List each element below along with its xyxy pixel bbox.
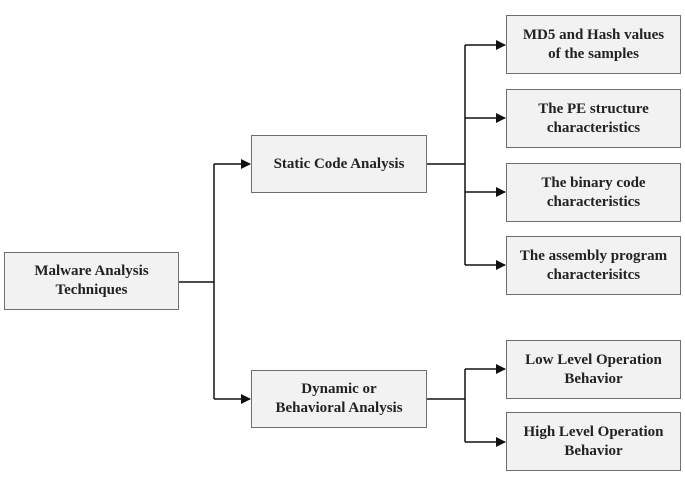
root-node-line-2: Techniques [55, 282, 128, 298]
static-item-4-line-1: The assembly program [519, 247, 668, 264]
dynamic-item-high-level: High Level Operation Behavior [506, 412, 681, 471]
dynamic-item-low-level: Low Level Operation Behavior [506, 340, 681, 399]
static-item-2-line-1: The PE structure [538, 100, 649, 117]
static-item-3-line-1: The binary code [541, 174, 646, 191]
static-analysis-label: Static Code Analysis [273, 155, 405, 172]
dynamic-analysis-node: Dynamic or Behavioral Analysis [251, 370, 427, 428]
static-analysis-node: Static Code Analysis [251, 135, 427, 193]
static-item-binary-code: The binary code characteristics [506, 163, 681, 222]
static-item-1-line-1: MD5 and Hash values [522, 26, 665, 43]
dynamic-item-1-line-2: Behavior [564, 370, 623, 387]
static-item-3-line-2: characteristics [546, 193, 641, 210]
static-item-4-line-2: characterisitcs [546, 266, 641, 283]
static-item-2-line-2: characteristics [546, 119, 641, 136]
dynamic-analysis-line-2: Behavioral Analysis [275, 400, 403, 416]
static-item-pe-structure: The PE structure characteristics [506, 89, 681, 148]
static-item-1-line-2: of the samples [548, 45, 639, 62]
dynamic-item-2-line-1: High Level Operation [523, 423, 664, 440]
static-item-hash-values: MD5 and Hash values of the samples [506, 15, 681, 74]
dynamic-item-1-line-1: Low Level Operation [525, 351, 662, 368]
static-item-assembly-program: The assembly program characterisitcs [506, 236, 681, 295]
dynamic-item-2-line-2: Behavior [564, 442, 623, 459]
root-node: Malware Analysis Techniques [4, 252, 179, 310]
dynamic-analysis-line-1: Dynamic or [301, 381, 377, 397]
root-node-line-1: Malware Analysis [34, 263, 149, 279]
